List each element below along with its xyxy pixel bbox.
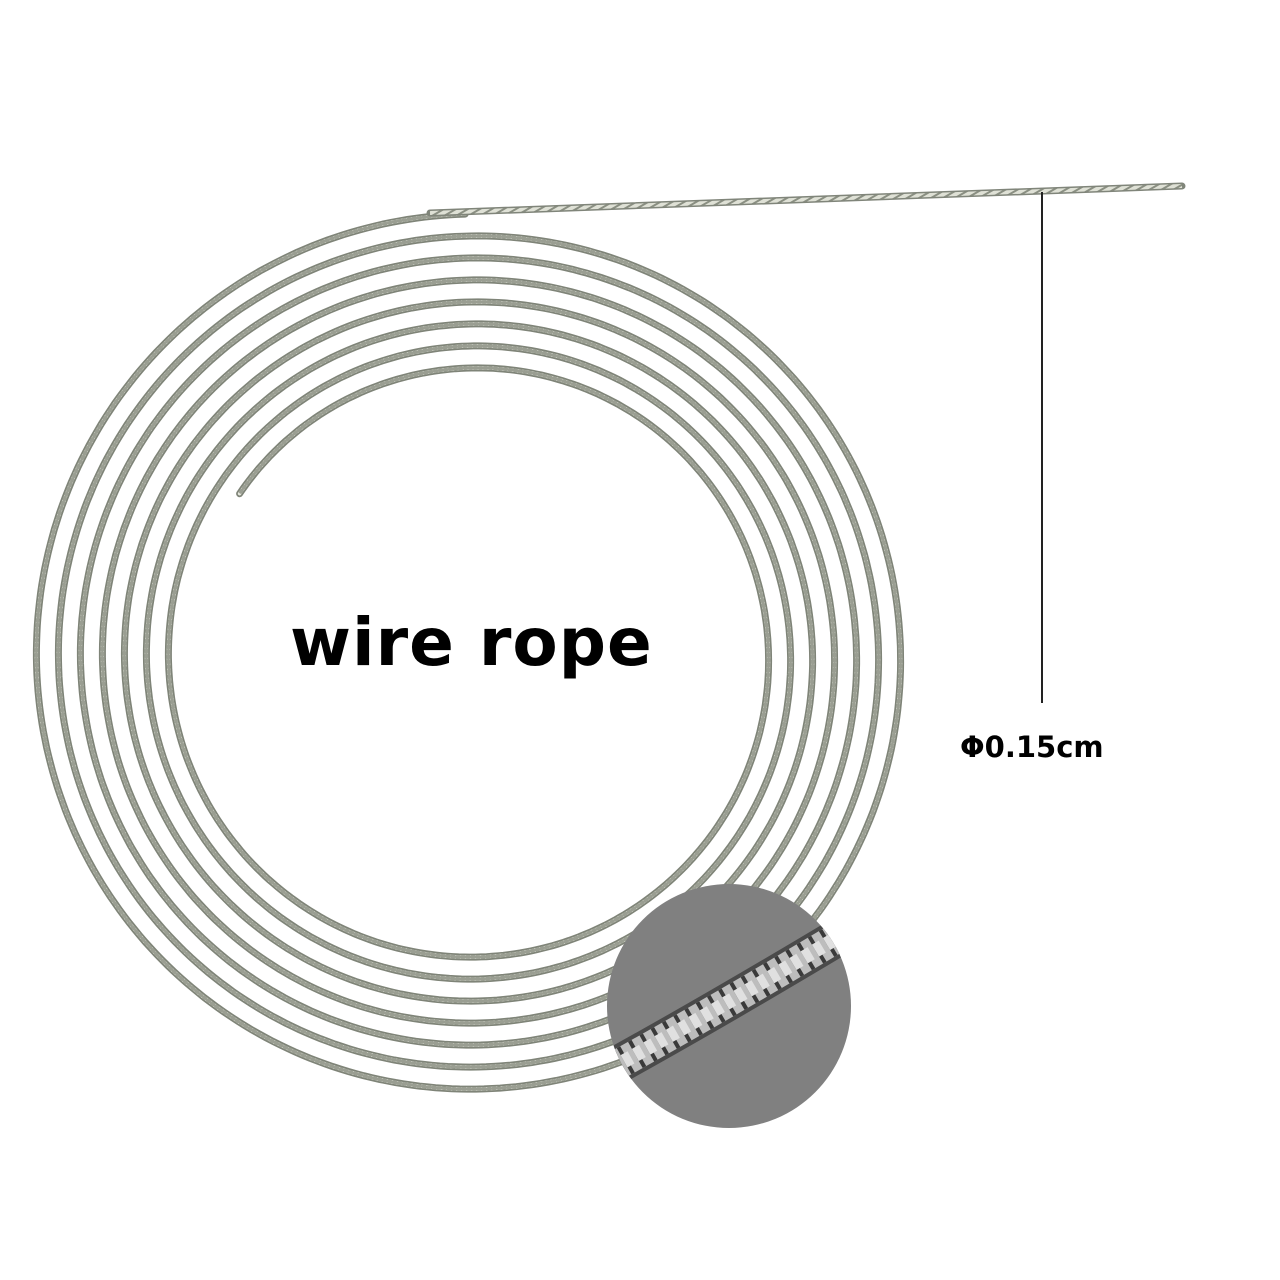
magnified-strand-icon bbox=[607, 884, 851, 1128]
product-title: wire rope bbox=[290, 604, 653, 681]
wire-lead bbox=[426, 182, 1186, 217]
diameter-label: Φ0.15cm bbox=[960, 730, 1104, 764]
